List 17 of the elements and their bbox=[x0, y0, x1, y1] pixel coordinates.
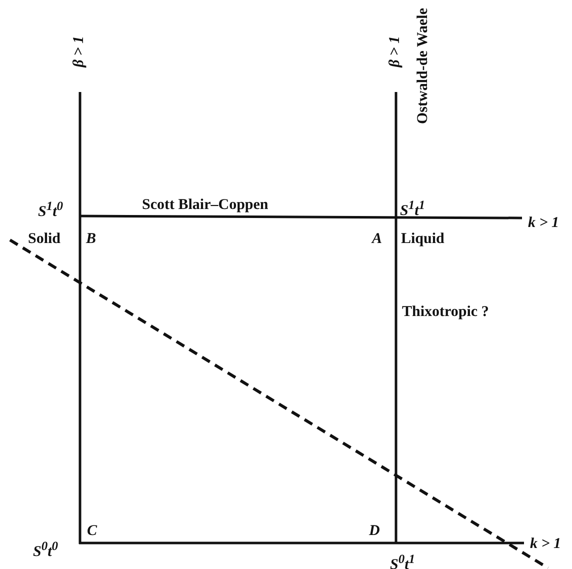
axis-label: k > 1 bbox=[530, 535, 562, 553]
region-label: Thixotropic ? bbox=[402, 303, 489, 321]
region-label: Scott Blair–Coppen bbox=[142, 196, 268, 214]
point-label: S$^{0}$t$^{1}$ bbox=[390, 551, 416, 569]
point-label: S$^{1}$t$^{0}$ bbox=[38, 198, 64, 221]
axis-label: β > 1 bbox=[70, 36, 88, 68]
point-letter: B bbox=[86, 230, 96, 248]
point-label: S$^{1}$t$^{1}$ bbox=[400, 197, 426, 220]
point-letter: A bbox=[372, 230, 382, 248]
axis-label: β > 1 bbox=[386, 36, 404, 68]
region-label: Liquid bbox=[401, 230, 444, 248]
curve-label: Ostwald-de Waele bbox=[414, 8, 432, 124]
axis-label: k > 1 bbox=[528, 214, 560, 232]
point-letter: C bbox=[87, 522, 98, 540]
point-letter: D bbox=[369, 522, 380, 540]
region-label: Solid bbox=[28, 230, 61, 248]
point-label: S$^{0}$t$^{0}$ bbox=[33, 538, 58, 561]
